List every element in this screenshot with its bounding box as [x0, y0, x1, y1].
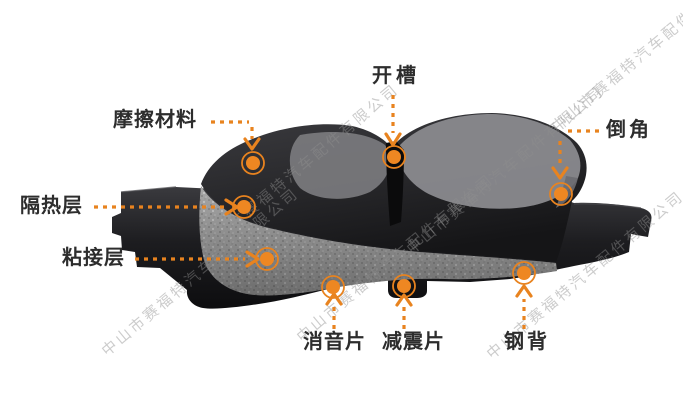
arrow-down-icon — [384, 132, 402, 147]
chamfer-dot — [549, 182, 573, 206]
callout-dots — [232, 145, 573, 299]
chamfer-leader — [558, 129, 599, 167]
steel-backing-dot — [512, 261, 536, 285]
friction-material-leader — [211, 120, 254, 139]
label-damping-shim: 减震片 — [382, 331, 445, 353]
arrow-right-icon — [224, 198, 239, 216]
arrow-down-icon — [243, 137, 261, 151]
arrow-up-icon — [395, 293, 413, 307]
arrow-right-icon — [245, 250, 260, 268]
top-surface-right-highlight — [398, 114, 581, 209]
insulation-dot — [232, 195, 256, 219]
arrow-up-icon — [325, 292, 343, 306]
label-insulation-layer: 隔热层 — [20, 195, 83, 217]
arrowheads — [224, 132, 569, 307]
adhesive-dot — [255, 247, 279, 271]
top-surface-mid-highlight — [289, 131, 390, 199]
label-steel-backing: 钢背 — [504, 331, 550, 353]
label-chamfer: 倒角 — [606, 119, 652, 141]
backing-edge-highlight — [120, 186, 642, 209]
label-friction-material: 摩擦材料 — [113, 109, 197, 131]
friction-material-dot — [241, 151, 265, 175]
damping-shim-dot — [392, 274, 416, 298]
friction-layer-shading — [199, 186, 557, 296]
dashed-leader-lines — [94, 95, 599, 329]
arrow-down-icon — [551, 166, 569, 180]
label-noise-shim: 消音片 — [303, 331, 366, 353]
arrow-up-icon — [515, 284, 533, 298]
label-adhesive-layer: 粘接层 — [62, 247, 125, 269]
label-slot: 开槽 — [372, 65, 420, 87]
noise-shim-dot — [321, 275, 345, 299]
slot-dot — [382, 145, 406, 169]
